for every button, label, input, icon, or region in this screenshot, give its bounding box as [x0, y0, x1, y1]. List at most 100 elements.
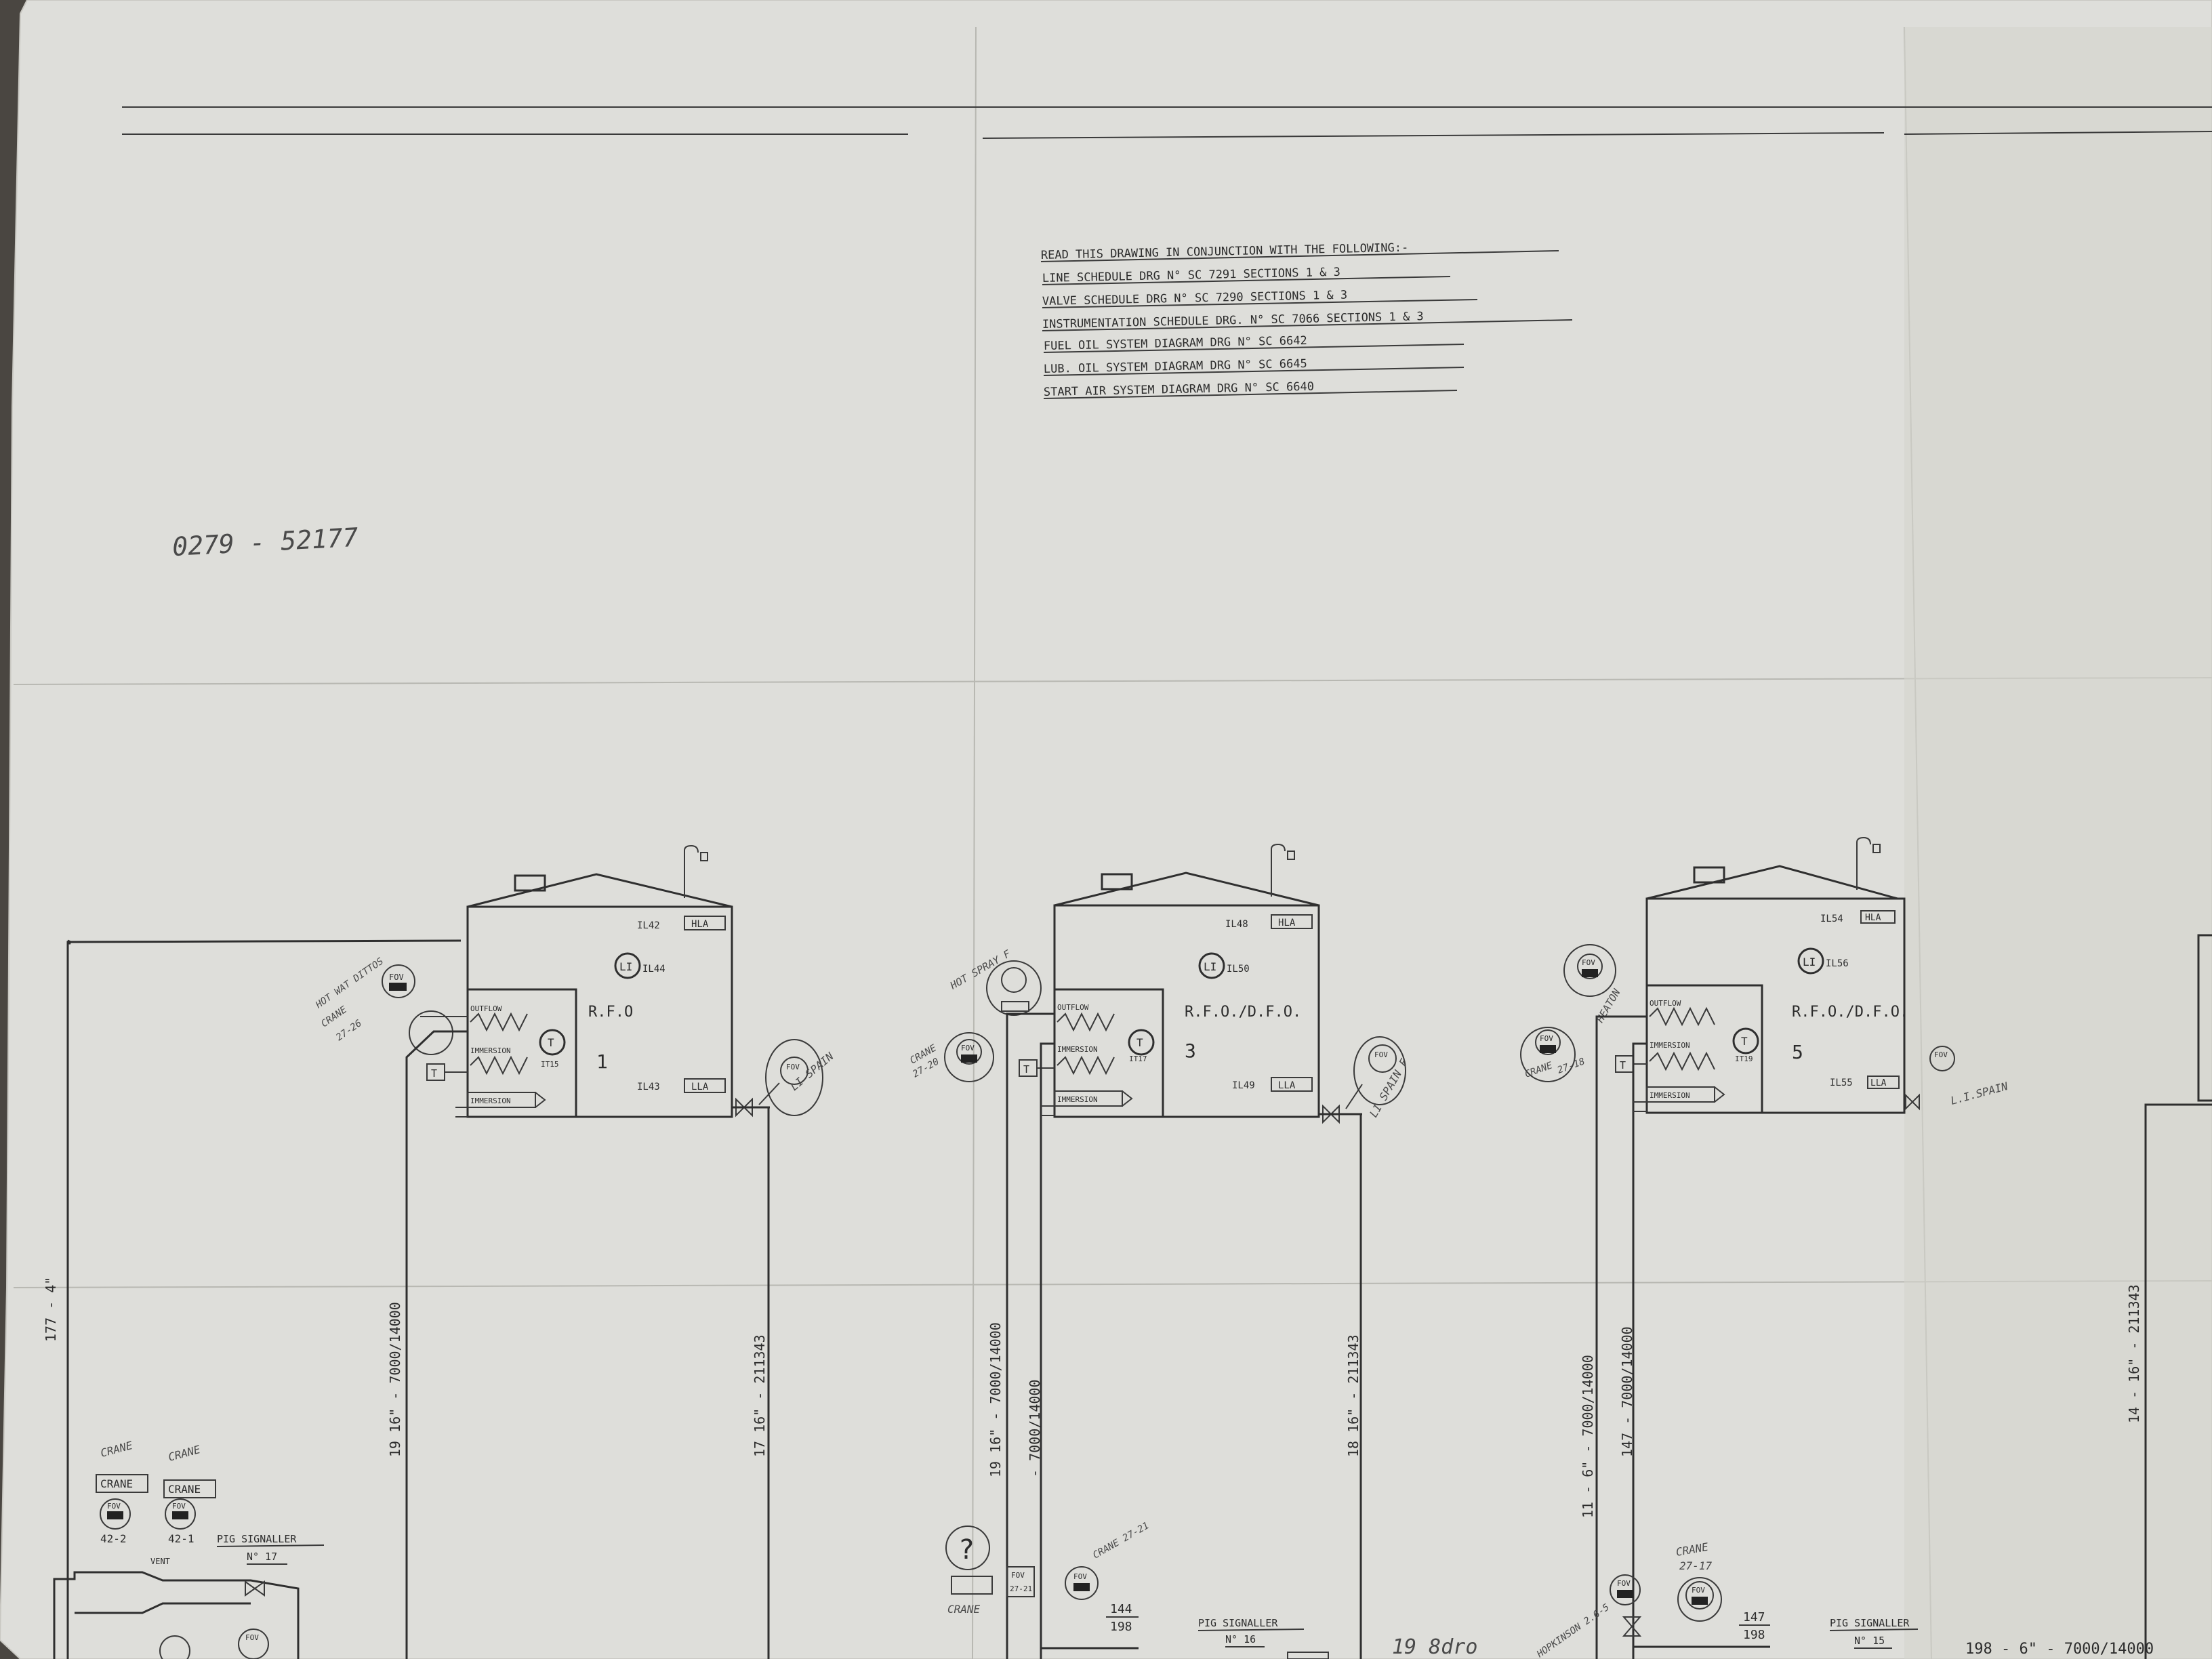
fold-line	[13, 1280, 2212, 1288]
heater-label-immersion: IMMERSION	[1057, 1045, 1098, 1054]
temperature-label: T	[1741, 1035, 1748, 1048]
fov-box	[1006, 1566, 1035, 1597]
crane-box	[163, 1479, 216, 1498]
lla-tag: IL49	[1232, 1080, 1255, 1091]
fov-actuator	[172, 1511, 188, 1519]
level-indicator	[1198, 952, 1225, 979]
heater-arrow	[1714, 1086, 1725, 1103]
level-indicator-tag: IL56	[1826, 958, 1849, 969]
temperature-indicator	[539, 1029, 566, 1056]
crane-tag: 27-17	[1679, 1559, 1713, 1572]
fov-actuator	[1001, 1001, 1029, 1012]
tank-number: 3	[1185, 1040, 1196, 1062]
hla-tag: IL54	[1820, 914, 1843, 924]
fov-actuator	[1073, 1583, 1090, 1591]
pig-box	[1287, 1652, 1329, 1659]
notes-underline	[1042, 319, 1573, 331]
heater-arrow	[1122, 1090, 1133, 1107]
fov-bubble-circled	[1520, 1027, 1576, 1082]
hla-box	[684, 916, 726, 930]
far-right-line-label: 14 - 16" - 211343	[2126, 1284, 2142, 1423]
vent-label: VENT	[150, 1557, 170, 1566]
fov-leader	[758, 1082, 780, 1105]
heater-coil	[1649, 1006, 1715, 1027]
heater-box	[467, 1092, 536, 1108]
return-line-label: 17 16" - 211343	[752, 1334, 768, 1457]
inlet-pipe	[405, 1030, 468, 1659]
level-indicator-label: LI	[1204, 960, 1216, 973]
tank-number: 5	[1792, 1041, 1803, 1063]
hla-tag: IL48	[1225, 919, 1248, 930]
outlet-line-label: 19 16" - 7000/14000	[387, 1302, 403, 1457]
heater-label-immersion-2: IMMERSION	[1057, 1095, 1098, 1104]
fov-label: FOV	[1582, 958, 1595, 967]
notes-underline	[1043, 390, 1458, 399]
temperature-label: T	[1136, 1036, 1143, 1049]
fov-bubble	[1368, 1044, 1397, 1073]
tank-gooseneck	[684, 844, 699, 898]
question-mark: ?	[958, 1534, 975, 1565]
tank-roof	[467, 873, 733, 908]
fov-bubble	[159, 1635, 190, 1659]
pig-signaller-label: PIG SIGNALLER	[1198, 1617, 1278, 1629]
heater-box	[1646, 1086, 1715, 1103]
fov-bubble-circled	[1677, 1577, 1722, 1622]
pig-signaller-number: N° 15	[1854, 1635, 1885, 1647]
outlet-valve	[1905, 1093, 1920, 1111]
lla-box	[684, 1078, 726, 1093]
heater-coil	[470, 1055, 528, 1076]
lla-tag: IL55	[1830, 1078, 1853, 1088]
heater-box	[1054, 1090, 1123, 1107]
lla-label: LLA	[691, 1082, 709, 1092]
inlet-pipe	[1006, 1012, 1054, 1659]
fov-label: FOV	[1540, 1034, 1553, 1043]
heater-panel	[1645, 984, 1763, 1114]
far-right-pipe	[2144, 1103, 2212, 1659]
fraction-bottom: 198	[1743, 1628, 1765, 1642]
tank-product: R.F.O./D.F.O.	[1185, 1004, 1301, 1021]
hla-box	[1271, 914, 1313, 929]
bottom-right-line-label: 198 - 6" - 7000/14000	[1965, 1641, 2154, 1658]
fold-line	[972, 26, 977, 1659]
outlet-line-label: 19 16" - 7000/14000	[987, 1322, 1004, 1477]
fov-label: FOV	[172, 1502, 186, 1511]
heater-label-outflow: OUTFLOW	[1650, 999, 1681, 1008]
fov-bubble	[956, 1039, 982, 1065]
notes-underline	[1043, 344, 1465, 353]
fov-bubble	[238, 1629, 269, 1659]
lla-label: LLA	[1278, 1080, 1296, 1091]
fov-actuator	[961, 1054, 977, 1063]
outlet-line-label: 11 - 6" - 7000/14000	[1580, 1355, 1596, 1518]
inlet-pipe	[1595, 1015, 1647, 1659]
level-indicator	[614, 952, 641, 979]
hla-box	[1860, 910, 1896, 924]
tank-product: R.F.O	[588, 1004, 633, 1021]
pig-pipe	[53, 1571, 300, 1659]
heater-label-immersion: IMMERSION	[470, 1046, 511, 1055]
valve-loop	[409, 1010, 453, 1055]
fov-label: FOV	[1692, 1586, 1705, 1595]
bottom-valve	[1622, 1616, 1642, 1637]
handwritten-note: 19 8dro	[1392, 1635, 1477, 1659]
pig-pipe-2	[75, 1602, 251, 1614]
notes-underline	[1043, 367, 1465, 376]
heater-label-outflow: OUTFLOW	[1057, 1003, 1089, 1012]
tank-roof	[1054, 872, 1319, 907]
crane-tag: 42-1	[168, 1532, 194, 1545]
heater-label-outflow: OUTFLOW	[470, 1004, 502, 1013]
crane-box-label: CRANE	[168, 1483, 201, 1496]
fold-line	[13, 677, 2212, 685]
pig-signaller-label: PIG SIGNALLER	[1830, 1617, 1910, 1629]
crane-box-label: CRANE	[100, 1477, 133, 1490]
fov-bubble	[780, 1057, 808, 1085]
fov-actuator	[389, 983, 407, 991]
fov-bubble	[1535, 1029, 1561, 1055]
temperature-box-label: T	[1023, 1063, 1029, 1076]
fov-bubble	[1685, 1581, 1714, 1610]
tank-gooseneck-cap	[1287, 851, 1295, 860]
tank-vent	[1693, 866, 1725, 884]
level-indicator	[1797, 947, 1824, 975]
outlet-line-label-2: 147 - 7000/14000	[1619, 1326, 1635, 1457]
lla-box	[1867, 1076, 1900, 1089]
